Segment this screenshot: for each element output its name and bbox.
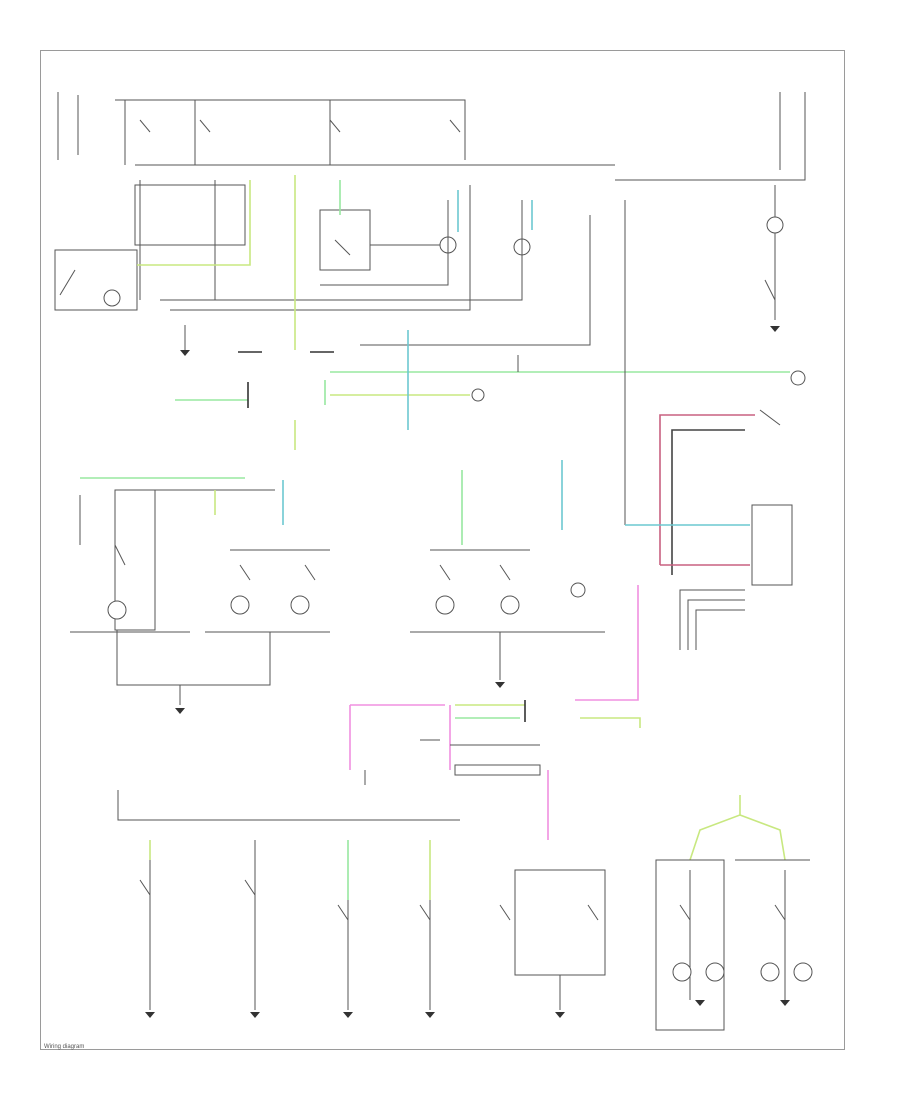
connector-350 — [180, 215, 591, 356]
diagram-frame — [40, 50, 845, 1050]
middle-right-cluster — [410, 460, 605, 688]
bottom-switch-bank — [117, 770, 549, 1018]
left-lamp-assembly — [54, 180, 251, 311]
bottom-center-module — [499, 869, 606, 1018]
diagram-footer-id: Wiring diagram — [44, 1044, 85, 1050]
bottom-right-lamps — [655, 795, 813, 1031]
right-fuse-column — [624, 185, 784, 525]
mid-left-connectors — [175, 330, 806, 450]
center-relay-block — [160, 175, 533, 350]
lower-connector-row — [349, 700, 641, 785]
switch-block-upper — [134, 119, 461, 300]
top-power-bus — [57, 92, 806, 181]
right-colored-harness — [575, 409, 793, 701]
middle-left-cluster — [70, 477, 330, 714]
